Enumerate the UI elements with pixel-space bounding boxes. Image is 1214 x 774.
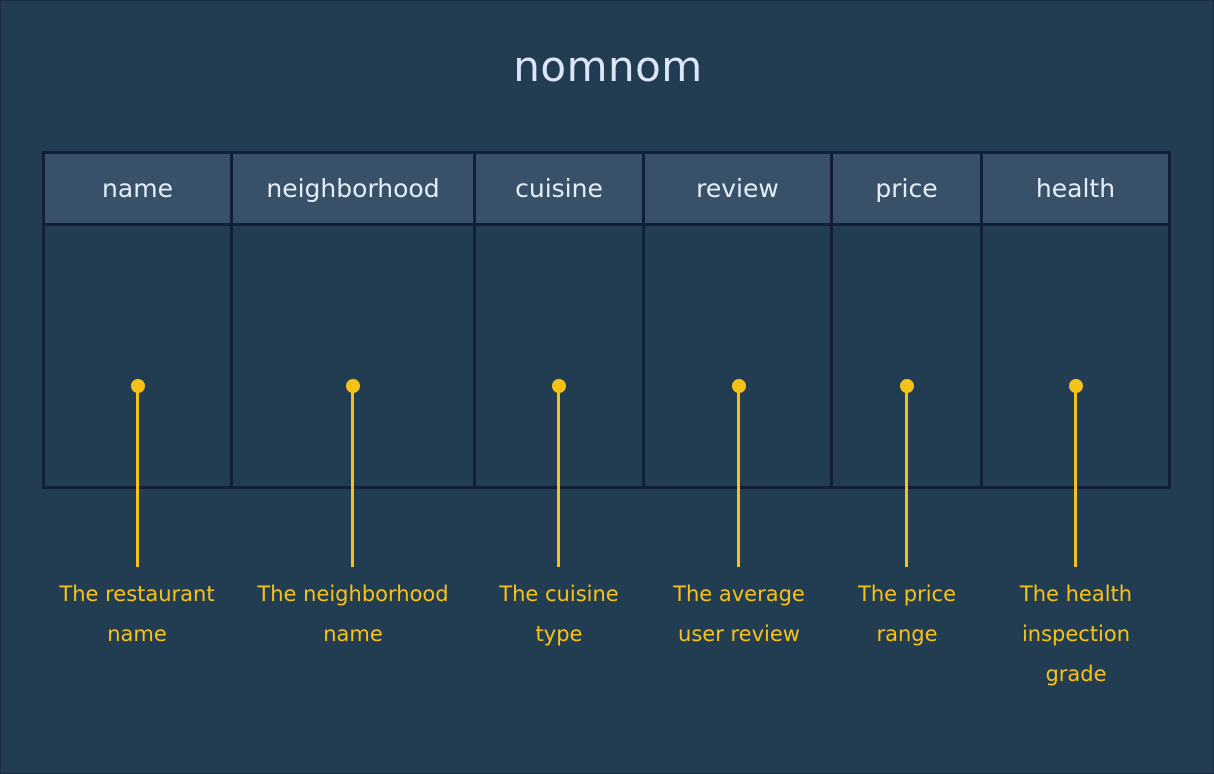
description-line: grade [1045,662,1107,686]
header-cell-neighborhood: neighborhood [233,154,473,223]
pointer-line-review [737,386,740,567]
description-cuisine: The cuisine type [473,574,645,654]
pointer-line-neighborhood [351,386,354,567]
description-line: user review [678,622,800,646]
header-cell-cuisine: cuisine [476,154,642,223]
pointer-line-health [1074,386,1077,567]
header-cell-health: health [983,154,1168,223]
diagram-title: nomnom [513,42,703,91]
pointer-line-price [905,386,908,567]
description-name: The restaurant name [37,574,237,654]
description-neighborhood: The neighborhood name [237,574,469,654]
description-line: The average [673,582,805,606]
description-line: name [107,622,167,646]
pointer-line-cuisine [557,386,560,567]
header-cell-price: price [833,154,980,223]
description-line: range [876,622,938,646]
description-line: inspection [1021,622,1131,646]
description-line: type [535,622,583,646]
header-cell-review: review [645,154,830,223]
description-line: The cuisine [499,582,619,606]
description-line: The neighborhood [257,582,449,606]
pointer-line-name [136,386,139,567]
table-schema: name neighborhood cuisine review price h… [42,151,1171,489]
description-health: The health inspection grade [990,574,1162,694]
header-cell-name: name [45,154,230,223]
description-review: The average user review [643,574,835,654]
description-price: The price range [836,574,978,654]
description-line: The health [1019,582,1133,606]
description-line: name [323,622,383,646]
description-line: The restaurant [59,582,215,606]
description-line: The price [858,582,956,606]
